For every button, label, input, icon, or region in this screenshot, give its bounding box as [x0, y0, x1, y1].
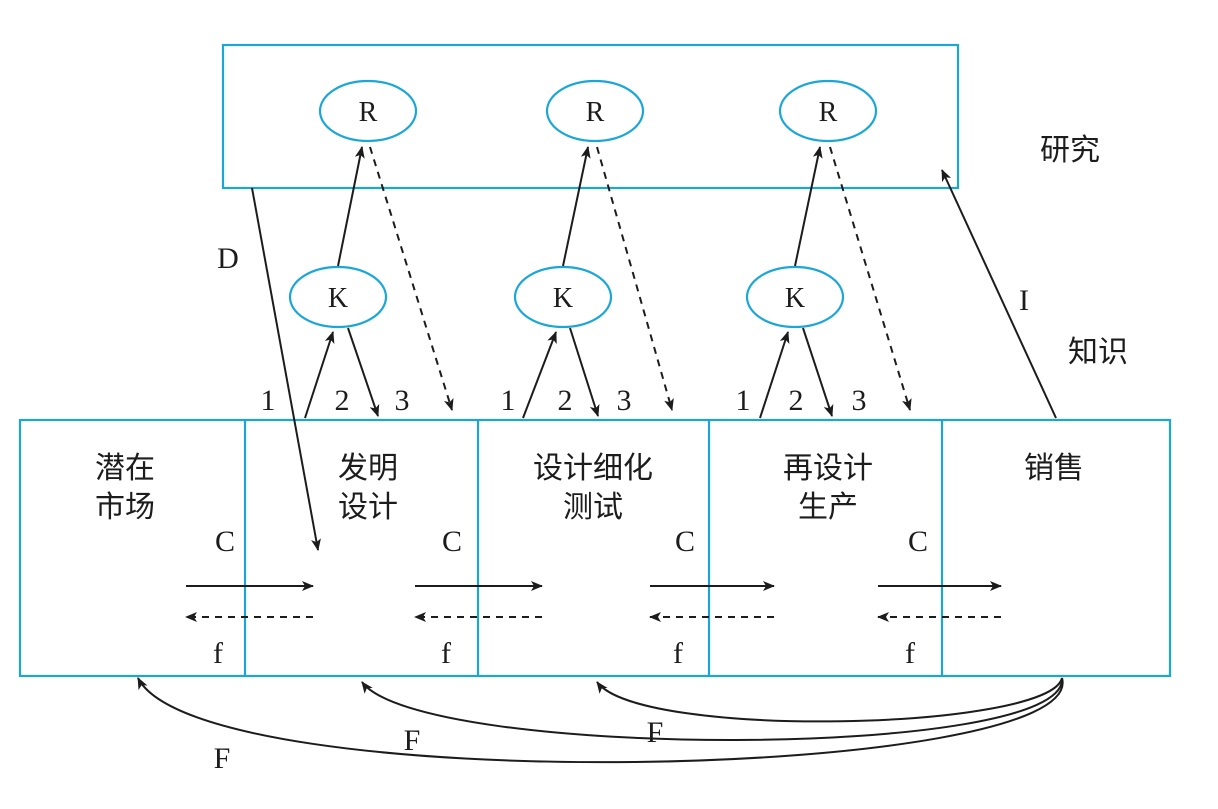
stage-redesign-line2: 生产	[798, 490, 858, 525]
stage-potential-market-line1: 潜在	[95, 451, 155, 486]
step-number: 2	[558, 384, 573, 417]
stage-detailed-design-line2: 测试	[563, 490, 623, 525]
link-I-label: I	[1019, 284, 1029, 317]
feedback-curves	[137, 677, 1064, 764]
knowledge-node-3: K	[745, 265, 845, 329]
research-node-2: R	[545, 79, 645, 143]
knowledge-node-2: K	[513, 265, 613, 329]
step-number: 3	[617, 384, 632, 417]
step-number: 2	[789, 384, 804, 417]
link-f-label: f	[905, 637, 915, 670]
link-C-label: C	[215, 525, 235, 558]
knowledge-node-label: K	[328, 283, 348, 314]
step-number: 1	[261, 384, 276, 417]
link-f-label: f	[441, 637, 451, 670]
step-number: 1	[736, 384, 751, 417]
stage-redesign-line1: 再设计	[783, 451, 873, 486]
link-F-label: F	[214, 742, 231, 775]
link-f-label: f	[673, 637, 683, 670]
chain-links	[185, 581, 1002, 622]
stage-invention-line2: 设计	[338, 490, 398, 525]
link-F-label: F	[404, 724, 421, 757]
research-node-label: R	[359, 97, 378, 128]
stage-sales: 销售	[1024, 451, 1084, 486]
sales-to-research-arrow	[941, 169, 1057, 419]
stage-row	[18, 418, 1172, 678]
link-C-label: C	[442, 525, 462, 558]
step-number: 3	[852, 384, 867, 417]
step-number: 1	[501, 384, 516, 417]
research-node-label: R	[819, 97, 838, 128]
research-label: 研究	[1040, 133, 1100, 168]
stage-detailed-design-line1: 设计细化	[533, 451, 653, 486]
research-node-3: R	[778, 79, 878, 143]
link-C-label: C	[908, 525, 928, 558]
link-F-label: F	[647, 716, 664, 749]
stage-potential-market-line2: 市场	[95, 490, 155, 525]
link-D-label: D	[217, 242, 239, 275]
knowledge-label: 知识	[1068, 335, 1128, 370]
stage-invention-line1: 发明	[338, 451, 398, 486]
research-node-1: R	[318, 79, 418, 143]
knowledge-node-label: K	[785, 283, 805, 314]
step-number: 3	[395, 384, 410, 417]
step-number: 2	[335, 384, 350, 417]
link-f-label: f	[213, 637, 223, 670]
knowledge-links	[304, 146, 912, 419]
research-node-label: R	[586, 97, 605, 128]
knowledge-node-1: K	[288, 265, 388, 329]
research-to-design-arrow	[251, 187, 321, 551]
research-box	[221, 43, 960, 190]
knowledge-node-label: K	[553, 283, 573, 314]
link-C-label: C	[675, 525, 695, 558]
